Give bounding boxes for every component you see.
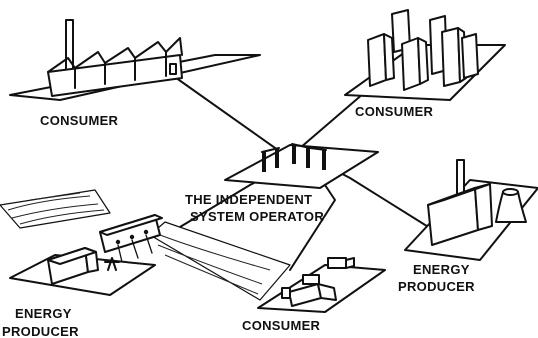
consumer-bottom-house — [302, 274, 320, 285]
consumer-bottom-house-side — [317, 283, 337, 301]
label-operator-line2: SYSTEM OPERATOR — [190, 209, 324, 224]
dam-water-flow — [117, 234, 153, 263]
label-consumer-factory: CONSUMER — [40, 113, 119, 128]
river-wave — [29, 192, 81, 201]
river-wave — [159, 234, 271, 271]
operator-tower — [322, 150, 326, 170]
consumer-bottom-shed — [281, 287, 291, 299]
city-building — [441, 27, 461, 87]
dam-top — [99, 214, 163, 236]
factory-door — [169, 63, 177, 75]
consumer-bottom-house — [327, 257, 347, 269]
operator-tower — [262, 152, 266, 172]
label-producer-left-line1: ENERGY — [15, 306, 72, 321]
consumer-bottom-house-side — [345, 257, 355, 269]
river-wave — [7, 195, 91, 211]
river-downstream — [149, 221, 291, 301]
city-building-side — [383, 33, 395, 81]
label-operator-line1: THE INDEPENDENT — [185, 192, 312, 207]
operator-crossbar — [291, 143, 311, 149]
operator-crossbar — [261, 147, 280, 153]
factory-consumer — [9, 19, 261, 101]
dam-outlet — [143, 229, 149, 235]
label-producer-right-line1: ENERGY — [413, 262, 470, 277]
dam-outlet — [129, 234, 135, 240]
city-building — [367, 33, 387, 87]
producer-right-roof — [427, 183, 491, 206]
hydro-platform — [9, 254, 156, 296]
city-consumer — [344, 9, 506, 101]
operator-crossbar — [309, 147, 327, 151]
factory-sawtooth-roof — [47, 37, 183, 73]
energy-producer-right — [404, 159, 538, 261]
label-producer-right-line2: PRODUCER — [398, 279, 475, 294]
hydro-energy-producer — [0, 189, 291, 301]
city-building — [401, 37, 421, 91]
powerhouse-roof — [47, 247, 97, 265]
label-producer-left-line2: PRODUCER — [2, 324, 79, 338]
producer-right-cooling-tower — [495, 191, 527, 223]
producer-right-building-side — [474, 183, 493, 231]
operator-platform — [224, 144, 379, 189]
cooling-tower-top — [502, 188, 519, 196]
river-wave — [157, 244, 263, 285]
label-consumer-city: CONSUMER — [355, 104, 434, 119]
operator-tower — [306, 148, 310, 168]
dam-outlet — [115, 239, 121, 245]
city-building — [461, 33, 479, 79]
operator-tower — [292, 144, 296, 164]
hydro-pylon — [104, 257, 120, 271]
operator-tower — [275, 148, 279, 168]
river-wave — [11, 203, 99, 219]
river-wave — [19, 209, 105, 225]
consumer-bottom — [257, 257, 386, 313]
city-building-side — [417, 37, 429, 85]
label-consumer-bottom: CONSUMER — [242, 318, 321, 333]
river-wave — [164, 254, 259, 295]
system-operator-station — [224, 143, 379, 189]
line-factory-to-operator — [171, 74, 286, 156]
producer-right-chimney — [456, 159, 465, 196]
